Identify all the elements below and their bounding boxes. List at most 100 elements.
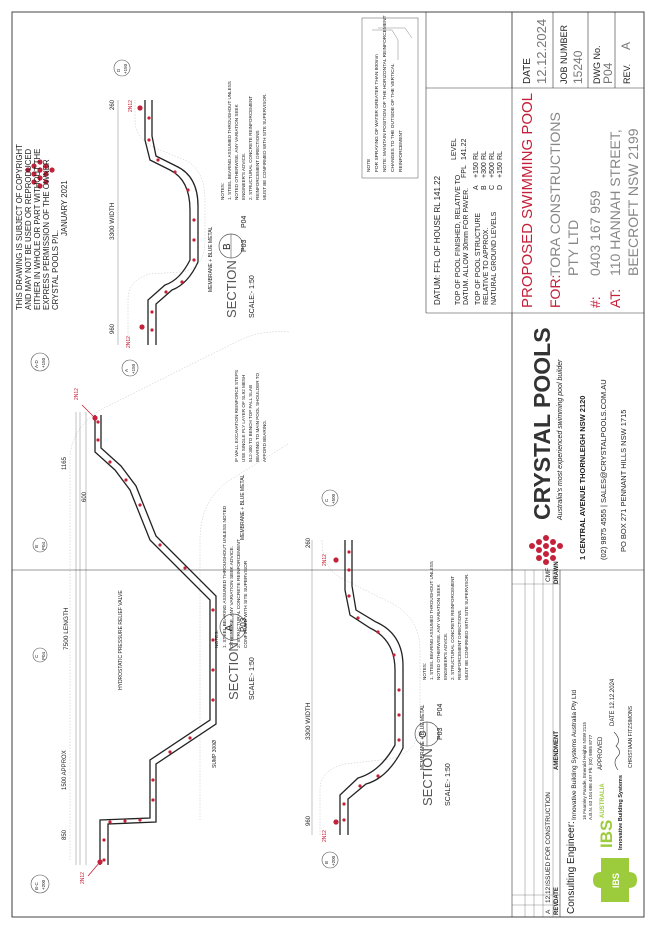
level-fpl-val: 141.22 — [461, 138, 468, 160]
section-b-dim-260: 260 — [110, 99, 116, 110]
section-a-note-0: NOTES: — [214, 630, 220, 648]
section-a-2n12-a: 2N12 — [80, 872, 86, 884]
ibs-logo-sub: AUSTRALIA — [600, 783, 606, 818]
phone-label: #: — [587, 296, 603, 308]
section-a-bubble-0-top: B-C — [34, 882, 39, 891]
address-line2: BEECROFT NSW 2199 — [625, 128, 641, 276]
copyright-line-4: EXPRESS PERMISSION OF THE OWNER — [42, 159, 51, 310]
section-c-letter: C — [418, 731, 429, 738]
section-c-title-word: SECTION — [420, 748, 435, 806]
address-line1: 110 HANNAH STREET, — [607, 129, 623, 276]
section-a-bubble-ad: A-D +150 — [30, 352, 50, 372]
copyright-block: THIS DRAWING IS SUBJECT OF COPYRIGHT AND… — [15, 144, 69, 310]
section-b-2n12-b: 2N12 — [128, 100, 134, 112]
section-b-bubble-a: A +150 — [121, 359, 139, 377]
section-b-bubble-d: D +150 — [113, 59, 131, 77]
note-line-1: NOTE — [366, 159, 372, 172]
level-fpl-key: FPL — [461, 165, 468, 178]
dwg-label: DWG No. — [592, 45, 602, 84]
company-po-box: PO BOX 271 PENNANT HILLS NSW 1715 — [619, 410, 628, 552]
level-a-key: A — [473, 185, 480, 190]
datum-box: DATUM: FFL OF HOUSE RL 141.22 TOP OF POO… — [433, 138, 504, 305]
section-a-length: 7500 LENGTH — [63, 607, 70, 650]
engineer-label: Consulting Engineer: — [566, 821, 577, 914]
section-a-exc-0: IF WALL EXCAVATION REINFORCE STEPS — [234, 370, 239, 462]
section-b-letter: B — [222, 243, 233, 250]
section-c-2n12-b: 2N12 — [322, 554, 328, 566]
section-a-exc-1: USE SINGLE PLY LAYER OF SL92 MESH — [241, 375, 246, 462]
level-a-val: +150 — [473, 162, 480, 178]
engineer-firm: Innovative Building Systems Australia Pt… — [571, 690, 578, 820]
section-a-drawing: 7500 LENGTH 850 1500 APPROX 1165 600 HYD… — [30, 331, 291, 894]
for-label: FOR: — [547, 275, 563, 308]
section-a-exc-3: BEARING TO MAIN POOL SHOULDER TO — [255, 372, 260, 462]
date-value: 12.12.2024 — [534, 19, 549, 84]
rev-header-drawn: DRAWN — [554, 561, 560, 584]
section-a-exc-4: AFFORD BEARING. — [262, 420, 267, 462]
level-c-val: +500 — [489, 162, 496, 178]
section-c-ref1: P03 — [437, 727, 444, 740]
section-a-note-3: 2. STRUCTURAL CONCRETE REINFORCEMENT — [236, 539, 242, 648]
section-a-scale: SCALE:- 1:50 — [249, 657, 256, 700]
section-a-note-4: CONFIRMED WITH SITE SUPERVISOR — [243, 560, 249, 648]
section-b-dim-960: 960 — [110, 323, 116, 334]
note-line-5: REINFORCEMENT — [398, 130, 404, 172]
datum-line-1: TOP OF POOL FINISHED, RELATIVE TO — [455, 174, 462, 305]
section-a-dim-600: 600 — [82, 491, 88, 502]
section-a-letter: A — [224, 624, 235, 631]
sheet-border — [11, 11, 645, 918]
section-a-dim-1165: 1165 — [62, 456, 68, 470]
section-c-note-1: 1. STEEL BEARING ASSUMED THROUGHOUT UNLE… — [429, 561, 434, 680]
section-b-width: 3300 WIDTH — [109, 202, 116, 240]
section-c-dim-260: 260 — [306, 537, 312, 548]
level-a-rl: RL — [473, 151, 480, 160]
section-c-bubble-c: C +500 — [321, 489, 339, 507]
section-c-dim-960: 960 — [306, 815, 312, 826]
approved-date: DATE 12.12.2024 — [610, 678, 616, 726]
ibs-puzzle-logo-icon: IBS — [593, 858, 637, 902]
job-cell: JOB NUMBER 15240 — [559, 24, 585, 84]
datum-line-4: RELATIVE TO APPROX. — [483, 228, 490, 305]
section-c-bubble-1-top: C — [324, 498, 329, 502]
section-b-note-6: MUST BE CONFIRMED WITH SITE SUPERVISOR. — [262, 93, 267, 200]
section-b-note-2: NOTED OTHERWISE. ANY VARIATION SEEK — [234, 103, 239, 200]
section-b-scale: SCALE:- 1:50 — [249, 275, 256, 318]
section-b-title: SECTION B P03 P04 SCALE:- 1:50 — [218, 215, 256, 318]
client-line2: PTY LTD — [565, 220, 581, 276]
section-b-note-3: ENGINEER'S ADVICE. — [241, 153, 246, 200]
crystal-pools-logo-icon — [529, 535, 563, 565]
ibs-logo-tag: Innovative Building Systems — [618, 775, 624, 850]
level-d-key: D — [497, 185, 504, 190]
section-c-note-5: REINFORCEMENT DIRECTIONS — [457, 610, 462, 680]
rev-row-date: 12.12 — [545, 886, 552, 903]
section-a-dim-850: 850 — [62, 829, 68, 840]
datum-line-3: TOP OF POOL STRUCTURE — [475, 213, 482, 305]
rev-label: REV. — [622, 64, 632, 84]
section-a-bubble-3-top: C — [34, 654, 39, 658]
rev-header-date: DATE — [554, 887, 560, 903]
company-box: CRYSTAL POOLS Australia's most experienc… — [529, 327, 628, 565]
section-a-hprv-label: HYDROSTATIC PRESSURE RELIEF VALVE — [118, 590, 124, 690]
section-a-bubble-3-bot: P04 — [41, 651, 46, 660]
section-c-note-2: NOTED OTHERWISE. ANY VARIATION SEEK — [436, 583, 441, 680]
project-title: PROPOSED SWIMMING POOL — [519, 93, 536, 308]
section-b-bubble-0-top: A — [124, 369, 129, 372]
section-c-note-3: ENGINEER'S ADVICE. — [443, 633, 448, 680]
section-c-title: SECTION C P03 P04 SCALE:- 1:50 — [414, 703, 452, 806]
section-b-bubble-0-bot: +150 — [131, 363, 136, 374]
client-line1: TORA CONSTRUCTIONS — [547, 112, 563, 276]
company-contact: (02) 9875 4555 | SALES@CRYSTALPOOLS.COM.… — [599, 379, 608, 560]
date-cell: DATE 12.12.2024 — [522, 19, 549, 84]
copyright-logo-icon — [25, 159, 55, 189]
note-line-3: NOTE: MAINTAIN POSITION OF THE HORIZONTA… — [382, 15, 388, 172]
level-b-key: B — [481, 185, 488, 190]
section-c-note-4: 2. STRUCTURAL CONCRETE REINFORCEMENT — [450, 576, 455, 680]
section-c-drawing: 2N12 2N12 MEMBRANE + BLUE METAL 3300 WID… — [305, 489, 469, 869]
company-address: 1 CENTRAL AVENUE THORNLEIGH NSW 2120 — [578, 396, 587, 560]
section-b-title-word: SECTION — [224, 260, 239, 318]
section-a-note-1: 1. STEEL BEARING ASSUMED THROUGHOUT UNLE… — [222, 505, 228, 648]
note-line-4: CHANGES TO THE OUTSIDE OF THE VERTICAL — [390, 63, 396, 172]
ibs-logo-text: IBS — [597, 820, 616, 848]
engineer-block: Consulting Engineer: Innovative Building… — [566, 678, 637, 914]
section-c-note-0: NOTES: — [422, 663, 427, 680]
